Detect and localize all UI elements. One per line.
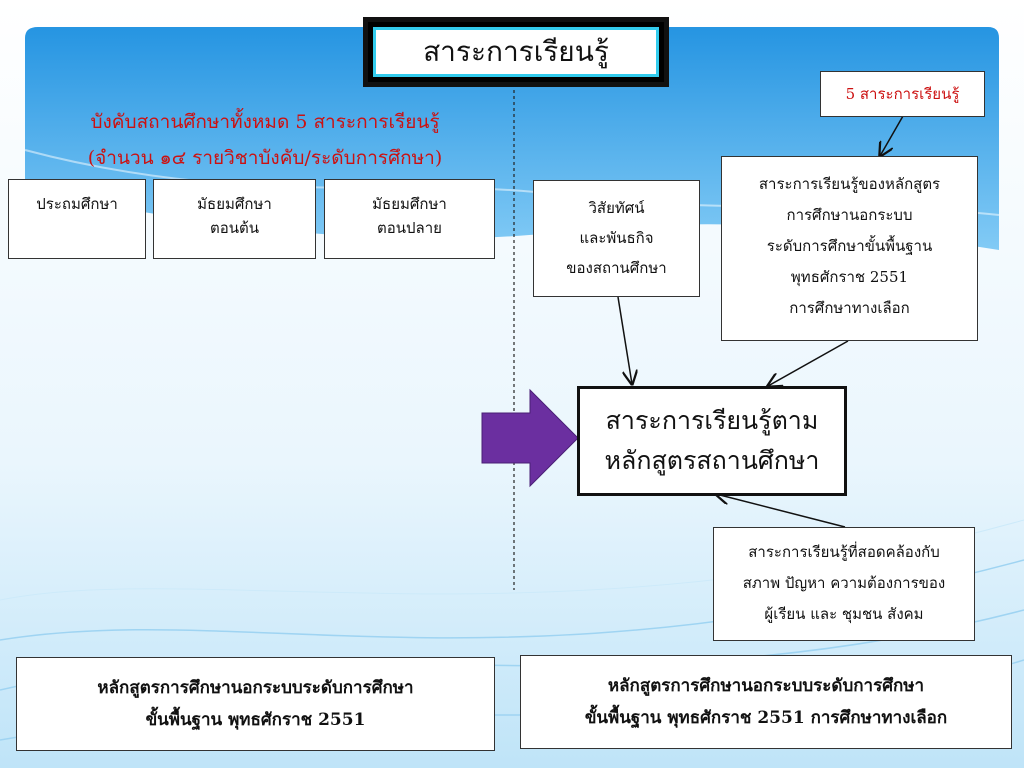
arrow-subjects-to-curriculum	[880, 115, 904, 156]
level-box-upper-secondary: มัธยมศึกษา ตอนปลาย	[324, 179, 495, 259]
level-label: ตอนปลาย	[377, 219, 442, 237]
context-line: สาระการเรียนรู้ที่สอดคล้องกับ	[748, 543, 940, 561]
level-label: มัธยมศึกษา	[372, 195, 447, 213]
context-line: ผู้เรียน และ ชุมชน สังคม	[764, 605, 924, 623]
bottom-left-line: ขั้นพื้นฐาน พุทธศักราช 2551	[145, 710, 366, 730]
curriculum-line: การศึกษาทางเลือก	[789, 299, 910, 317]
vision-line: ของสถานศึกษา	[566, 259, 667, 277]
heading-line-2: (จำนวน ๑๔ รายวิชาบังคับ/ระดับการศึกษา)	[87, 147, 443, 169]
vision-line: และพันธกิจ	[579, 229, 654, 247]
curriculum-line: สาระการเรียนรู้ของหลักสูตร	[758, 175, 941, 193]
bottom-right-curriculum-box: หลักสูตรการศึกษานอกระบบระดับการศึกษา ขั้…	[520, 655, 1012, 749]
vision-box: วิสัยทัศน์ และพันธกิจ ของสถานศึกษา	[533, 180, 700, 297]
five-subjects-label-box: 5 สาระการเรียนรู้	[820, 71, 985, 117]
level-label: มัธยมศึกษา	[197, 195, 272, 213]
arrow-context-to-center	[716, 494, 846, 528]
page-title: สาระการเรียนรู้	[373, 27, 659, 77]
bottom-right-line: ขั้นพื้นฐาน พุทธศักราช 2551 การศึกษาทางเ…	[584, 708, 948, 728]
heading-line-1: บังคับสถานศึกษาทั้งหมด 5 สาระการเรียนรู้	[90, 111, 440, 133]
title-box: สาระการเรียนรู้	[363, 17, 669, 87]
context-line: สภาพ ปัญหา ความต้องการของ	[742, 574, 946, 592]
bottom-right-line: หลักสูตรการศึกษานอกระบบระดับการศึกษา	[607, 676, 925, 696]
center-line: สาระการเรียนรู้ตาม	[605, 406, 819, 435]
center-line: หลักสูตรสถานศึกษา	[604, 446, 820, 475]
arrow-curriculum-to-center	[768, 340, 849, 386]
five-subjects-label: 5 สาระการเรียนรู้	[845, 85, 960, 103]
bottom-left-line: หลักสูตรการศึกษานอกระบบระดับการศึกษา	[97, 678, 414, 698]
school-curriculum-box: สาระการเรียนรู้ตาม หลักสูตรสถานศึกษา	[577, 386, 847, 496]
curriculum-line: พุทธศักราช 2551	[790, 268, 909, 286]
heading-text: บังคับสถานศึกษาทั้งหมด 5 สาระการเรียนรู้…	[30, 104, 500, 176]
bottom-left-curriculum-box: หลักสูตรการศึกษานอกระบบระดับการศึกษา ขั้…	[16, 657, 495, 751]
curriculum-box: สาระการเรียนรู้ของหลักสูตร การศึกษานอกระ…	[721, 156, 978, 341]
level-label: ประถมศึกษา	[36, 195, 118, 213]
big-right-arrow-icon	[481, 388, 579, 488]
context-box: สาระการเรียนรู้ที่สอดคล้องกับ สภาพ ปัญหา…	[713, 527, 975, 641]
level-box-lower-secondary: มัธยมศึกษา ตอนต้น	[153, 179, 316, 259]
curriculum-line: ระดับการศึกษาขั้นพื้นฐาน	[766, 237, 933, 255]
vision-line: วิสัยทัศน์	[588, 199, 645, 217]
arrow-vision-to-center	[617, 296, 632, 384]
level-box-primary: ประถมศึกษา	[8, 179, 146, 259]
level-label: ตอนต้น	[210, 219, 259, 237]
curriculum-line: การศึกษานอกระบบ	[786, 206, 913, 224]
